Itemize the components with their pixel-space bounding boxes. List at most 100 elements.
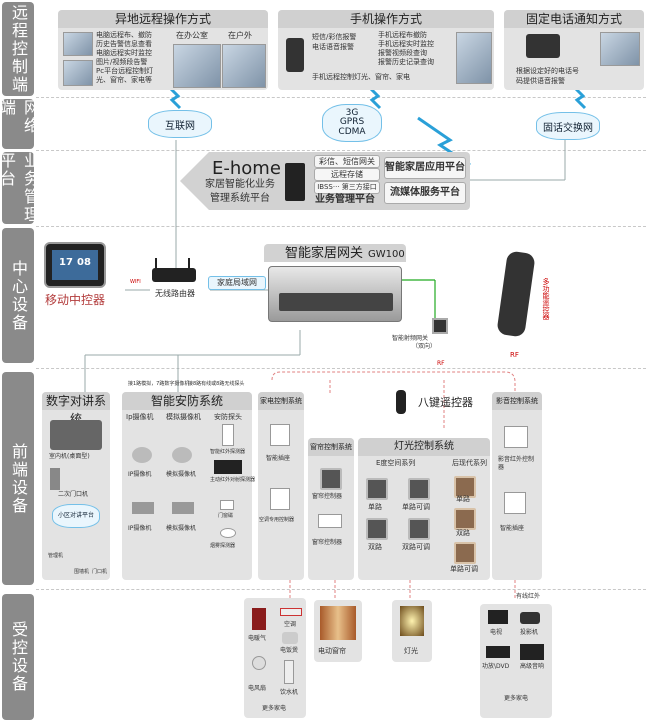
- device-label: 电暖气: [248, 635, 267, 642]
- air-conditioner-icon: [280, 608, 302, 616]
- water-dispenser-icon: [284, 660, 294, 684]
- place-outdoor: 在户外: [228, 31, 252, 40]
- mgmt-platform: 业务管理平台: [315, 194, 375, 205]
- panel-intercom: 数字对讲系统 室内机(桌面型) 二次门口机 小区对讲平台 管理机 围墙机 门口机: [42, 392, 110, 580]
- smoke-detector-icon: [220, 528, 236, 538]
- divider: [36, 589, 646, 590]
- landline-item: 根据设定好的电话号: [516, 67, 579, 75]
- home-lan-label: 家庭局域网: [208, 276, 266, 290]
- tv-icon: [488, 610, 508, 624]
- wifi-label: WIFI: [130, 279, 141, 285]
- rf-gateway-icon: [432, 318, 448, 334]
- smart-socket-icon: [270, 424, 290, 446]
- panel-av-devices: 电视 投影机 功放\DVD 高级音响 更多家电: [480, 604, 552, 718]
- intercom-item: 门口机: [92, 569, 108, 575]
- platform-sub2: 管理系统平台: [210, 193, 270, 204]
- security-note1: 接1路模拟，7路数字摄像机: [128, 381, 190, 387]
- gateway-device: [268, 266, 402, 322]
- curtain-item: 窗帘控制器: [312, 493, 343, 500]
- tier-remote: 远程控制端: [2, 2, 34, 96]
- internet-cloud: 互联网: [148, 110, 212, 138]
- pstn-cloud: 固话交换网: [536, 112, 600, 140]
- smart-socket-icon: [504, 492, 526, 514]
- mobile-phone-icon: [286, 38, 304, 72]
- ip-camera-icon: [132, 447, 152, 463]
- light-item: 单路: [456, 495, 470, 503]
- av-device-label: 投影机: [520, 629, 539, 636]
- rf-label-1: RF: [437, 360, 445, 367]
- probe-label: 门窗磁: [218, 513, 234, 519]
- office-photo: [173, 44, 221, 88]
- av-item: 智能插座: [500, 525, 525, 532]
- offsite-title: 异地远程操作方式: [58, 10, 268, 28]
- intercom-title: 数字对讲系统: [42, 392, 110, 426]
- curtain-switch-icon: [320, 468, 342, 490]
- av-device-label: 高级音响: [520, 663, 545, 670]
- probe-label: 主动红外对射探测器: [210, 477, 256, 483]
- telephone-icon: [526, 34, 560, 58]
- phone-user-photo: [456, 32, 492, 84]
- chandelier-icon: [400, 606, 424, 636]
- camera-label: 模拟摄像机: [166, 525, 197, 532]
- av-device-label: 更多家电: [504, 695, 529, 702]
- wired-ir-label: 有线红外: [516, 593, 541, 600]
- amplifier-icon: [486, 646, 510, 658]
- intercom-item: 围墙机: [74, 569, 90, 575]
- device-label: 饮水机: [280, 689, 299, 696]
- panel-security: 智能安防系统 Ip摄像机 模拟摄像机 安防探头 IP摄像机 模拟摄像机 IP摄像…: [122, 392, 256, 580]
- speaker-icon: [520, 644, 544, 660]
- av-item: 影音红外控制器: [498, 456, 535, 471]
- gateway-sms: 彩信、短信网关: [314, 155, 380, 168]
- outdoor-photo: [222, 44, 266, 88]
- panel-curtain-device: 电动窗帘: [314, 600, 362, 662]
- intercom-item: 二次门口机: [58, 491, 89, 498]
- light-item: 单路可调: [450, 565, 478, 573]
- av-ir-controller-icon: [504, 426, 528, 448]
- infrared-detector-icon: [222, 424, 234, 446]
- media-platform: 流媒体服务平台: [384, 182, 466, 204]
- door-unit-icon: [50, 468, 60, 490]
- computer-icon: [63, 60, 93, 86]
- appliance-item: 空调专用控制器: [259, 517, 295, 523]
- light-e-series: E度空间系列: [376, 459, 416, 467]
- analog-camera-icon: [172, 502, 194, 514]
- panel-curtain: 窗帘控制系统 窗帘控制器 窗帘控制器: [308, 438, 354, 580]
- light-title: 灯光控制系统: [358, 438, 490, 456]
- rf-gateway-label: 智能射频网关: [392, 335, 429, 342]
- landline-item: 码提供语音报警: [516, 77, 565, 85]
- light-switch-modern-icon: [454, 542, 476, 564]
- light-item: 单路: [368, 503, 382, 511]
- light-item: 双路: [456, 529, 470, 537]
- phone-item: 手机远程布撤防: [378, 31, 427, 39]
- divider: [36, 226, 646, 227]
- tier-controlled: 受控设备: [2, 594, 34, 720]
- eight-key-remote-icon: [396, 390, 406, 414]
- probe-label: 烟雾探测器: [210, 543, 236, 549]
- divider: [36, 368, 646, 369]
- light-switch-icon: [366, 478, 388, 500]
- ip-camera-icon: [132, 502, 154, 514]
- device-label: 电风扇: [248, 685, 267, 692]
- light-device-label: 灯光: [404, 647, 418, 655]
- phone-title: 手机操作方式: [278, 10, 494, 28]
- place-office: 在办公室: [176, 31, 208, 40]
- phone-item: 报警视频段查询: [378, 49, 427, 57]
- community-platform: 小区对讲平台: [52, 504, 100, 528]
- av-title: 影音控制系统: [492, 392, 542, 410]
- router-antenna-icon: [188, 258, 190, 270]
- phone-item: 电话语音报警: [312, 43, 354, 51]
- security-title: 智能安防系统: [122, 392, 252, 410]
- clock-hour: 17: [59, 257, 73, 268]
- remote-storage: 远程存储: [314, 168, 380, 181]
- laptop-icon: [63, 32, 93, 56]
- camera-label: IP摄像机: [128, 471, 152, 478]
- light-item: 双路: [368, 543, 382, 551]
- offsite-item: 图片/视频段告警: [96, 58, 148, 66]
- gateway-model: GW100: [368, 249, 405, 260]
- panel-appliance: 家电控制系统 智能插座 空调专用控制器: [258, 392, 304, 580]
- router-antenna-icon: [155, 258, 157, 270]
- intercom-item: 室内机(桌面型): [49, 453, 90, 460]
- door-sensor-icon: [220, 500, 234, 510]
- platform-sub1: 家居智能化业务: [205, 179, 275, 190]
- rf-label-2: RF: [510, 351, 519, 359]
